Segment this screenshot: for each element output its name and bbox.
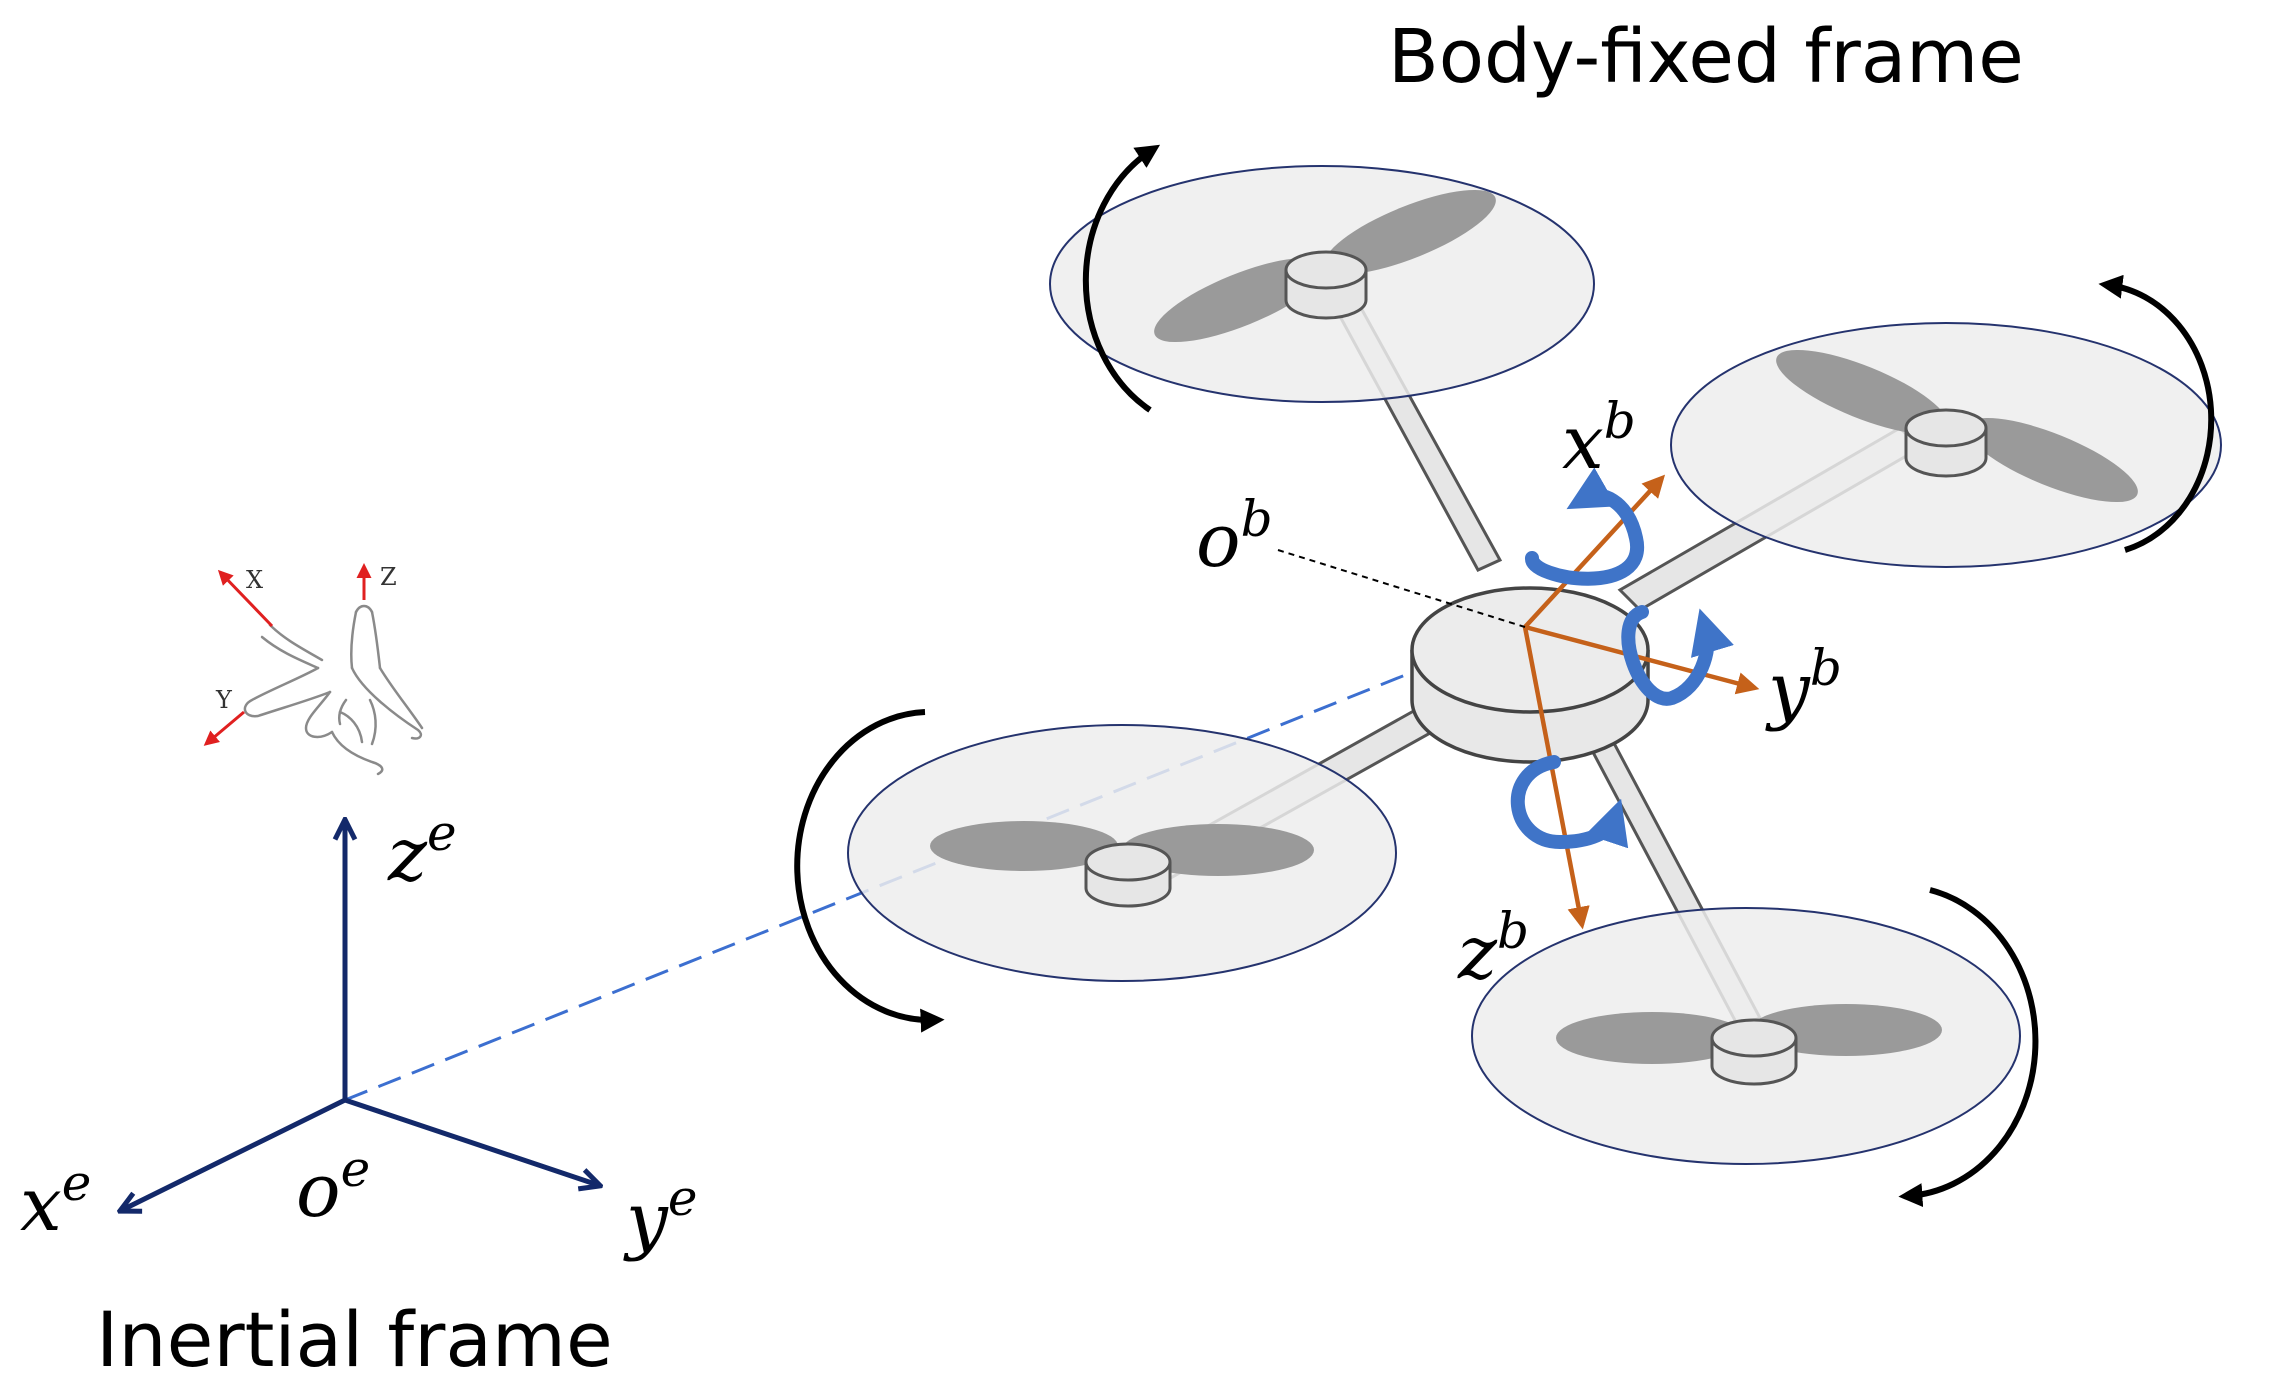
body-z-label: zb <box>1457 902 1529 996</box>
hand-z-label: Z <box>380 563 397 591</box>
body-x-axis <box>1523 474 1666 629</box>
inertial-x-axis <box>122 1097 347 1210</box>
body-y-axis <box>1524 624 1760 695</box>
motor-hub <box>1284 250 1368 320</box>
body-rotation-arrows <box>1510 467 1734 850</box>
inertial-y-axis <box>344 1097 598 1185</box>
hand-y-arrow <box>203 710 245 746</box>
rotor-bottom-left <box>847 724 1397 982</box>
rotor-bottom-right <box>1471 907 2021 1165</box>
body-axes <box>1277 474 1760 930</box>
rotation-arrow-bottom-right <box>1898 887 2039 1208</box>
rotation-arrow-top-left <box>1082 144 1161 413</box>
rotation-arrow-bottom-left <box>794 709 945 1033</box>
propeller-blade <box>1556 1012 1748 1064</box>
drone-body <box>1410 586 1650 764</box>
propeller-blade <box>1154 257 1326 343</box>
propeller-blade <box>1324 189 1496 275</box>
right-hand-rule-illustration: X Z Y <box>203 563 424 776</box>
motor-hub <box>1710 1018 1798 1086</box>
inertial-origin-label: oe <box>296 1140 370 1234</box>
inertial-y-label: ye <box>623 1169 697 1263</box>
body-frame-title: Body-fixed frame <box>1388 14 2024 100</box>
body-z-axis <box>1522 626 1590 930</box>
rotation-direction-arrows <box>794 144 2215 1208</box>
body-origin-label: ob <box>1196 490 1273 584</box>
rotor-top-right <box>1670 322 2222 568</box>
roll-rotation-arrow <box>1525 467 1645 586</box>
hand-x-label: X <box>246 566 263 594</box>
propeller-blade <box>930 821 1118 871</box>
hand-y-label: Y <box>215 686 233 714</box>
rotation-arrow-top-right <box>2098 274 2215 553</box>
inertial-axes <box>122 822 598 1210</box>
body-y-label: yb <box>1765 639 1842 733</box>
inertial-x-label: xe <box>20 1154 91 1248</box>
body-x-label: xb <box>1562 392 1636 486</box>
motor-hub <box>1904 408 1988 478</box>
inertial-z-label: ze <box>387 804 457 898</box>
propeller-blade <box>1750 1004 1942 1056</box>
motor-hub <box>1084 842 1172 908</box>
hand-x-arrow <box>217 569 274 628</box>
propeller-blade <box>1776 349 1948 435</box>
pitch-rotation-arrow <box>1621 605 1734 706</box>
inertial-frame-title: Inertial frame <box>96 1295 613 1384</box>
yaw-rotation-arrow <box>1510 755 1629 850</box>
hand-sketch <box>243 604 424 776</box>
rotor-top-left <box>1049 165 1595 403</box>
propeller-blade <box>1966 417 2138 503</box>
